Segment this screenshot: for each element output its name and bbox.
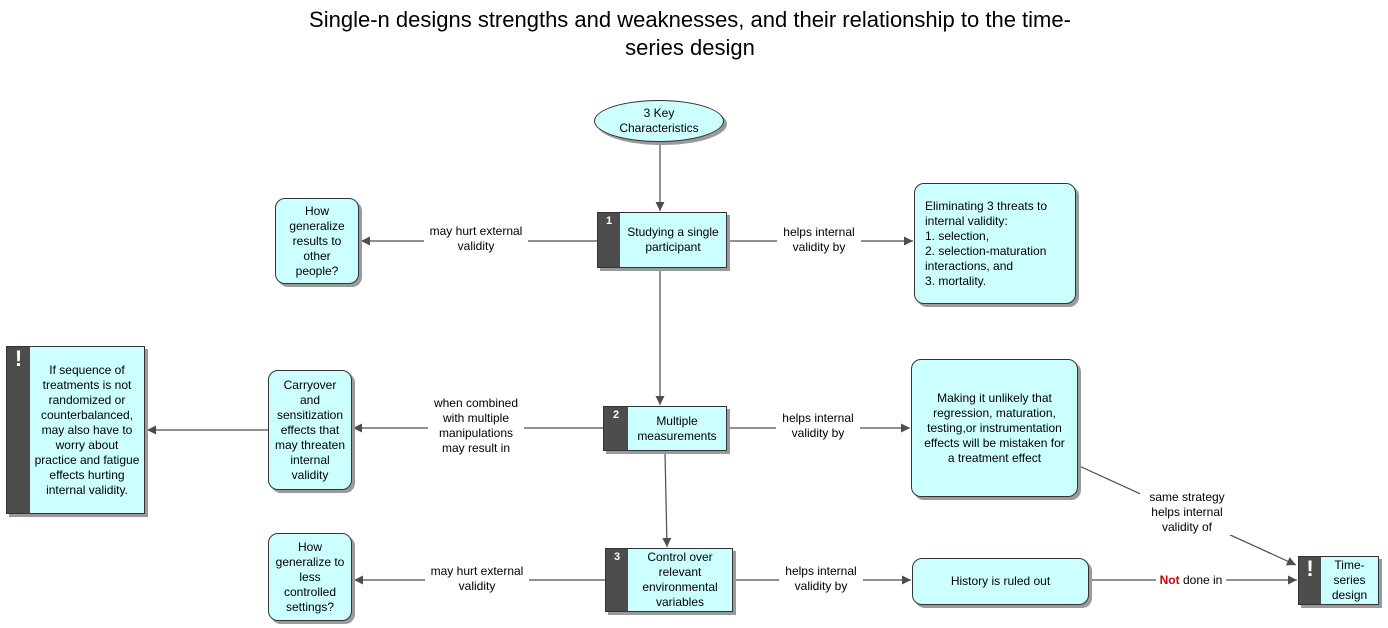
node-multiple-measurements-text: Multiple measurements xyxy=(637,413,717,443)
diagram-title: Single-n designs strengths and weaknesse… xyxy=(309,7,1071,60)
node-time-series: ! Time- series design xyxy=(1298,556,1379,605)
label-helps-internal-2: helps internal validity by xyxy=(776,411,860,441)
node-key-characteristics: 3 Key Characteristics xyxy=(594,100,724,142)
node-multiple-measurements: 2 Multiple measurements xyxy=(603,406,727,451)
node-generalize-settings: How generalize to less controlled settin… xyxy=(268,533,352,621)
node-control-variables-number: 3 xyxy=(613,551,621,563)
label-when-combined: when combined with multiple manipulation… xyxy=(428,396,524,456)
node-history: History is ruled out xyxy=(912,558,1089,605)
node-time-series-text: Time- series design xyxy=(1331,558,1368,602)
node-carryover: Carryover and sensitization effects that… xyxy=(268,370,352,490)
node-control-variables: 3 Control over relevant environmental va… xyxy=(605,548,733,612)
node-single-participant-number: 1 xyxy=(605,215,613,227)
node-multiple-measurements-number: 2 xyxy=(612,409,620,421)
node-control-variables-text: Control over relevant environmental vari… xyxy=(642,550,718,609)
node-sequence-warning: ! If sequence of treatments is not rando… xyxy=(6,346,145,514)
node-single-participant-text: Studying a single participant xyxy=(627,225,719,254)
label-hurt-external-3: may hurt external validity xyxy=(425,564,529,594)
label-helps-internal-1: helps internal validity by xyxy=(777,225,861,255)
node-sequence-warning-text: If sequence of treatments is not randomi… xyxy=(34,362,140,497)
exclamation-icon: ! xyxy=(1306,556,1314,581)
label-hurt-external-1: may hurt external validity xyxy=(424,224,528,254)
label-same-strategy: same strategy helps internal validity of xyxy=(1140,490,1234,535)
exclamation-icon: ! xyxy=(14,346,23,371)
label-not-done-in: Not done in xyxy=(1156,573,1226,588)
label-not-word: Not xyxy=(1159,573,1180,587)
label-helps-internal-3: helps internal validity by xyxy=(779,564,863,594)
node-eliminating-threats: Eliminating 3 threats to internal validi… xyxy=(914,183,1076,304)
node-single-participant: 1 Studying a single participant xyxy=(597,212,727,268)
node-generalize-people: How generalize results to other people? xyxy=(275,198,359,284)
edge-multiple-to-control xyxy=(662,451,672,548)
label-done-in: done in xyxy=(1179,573,1223,587)
node-unlikely-effects: Making it unlikely that regression, matu… xyxy=(911,359,1078,497)
